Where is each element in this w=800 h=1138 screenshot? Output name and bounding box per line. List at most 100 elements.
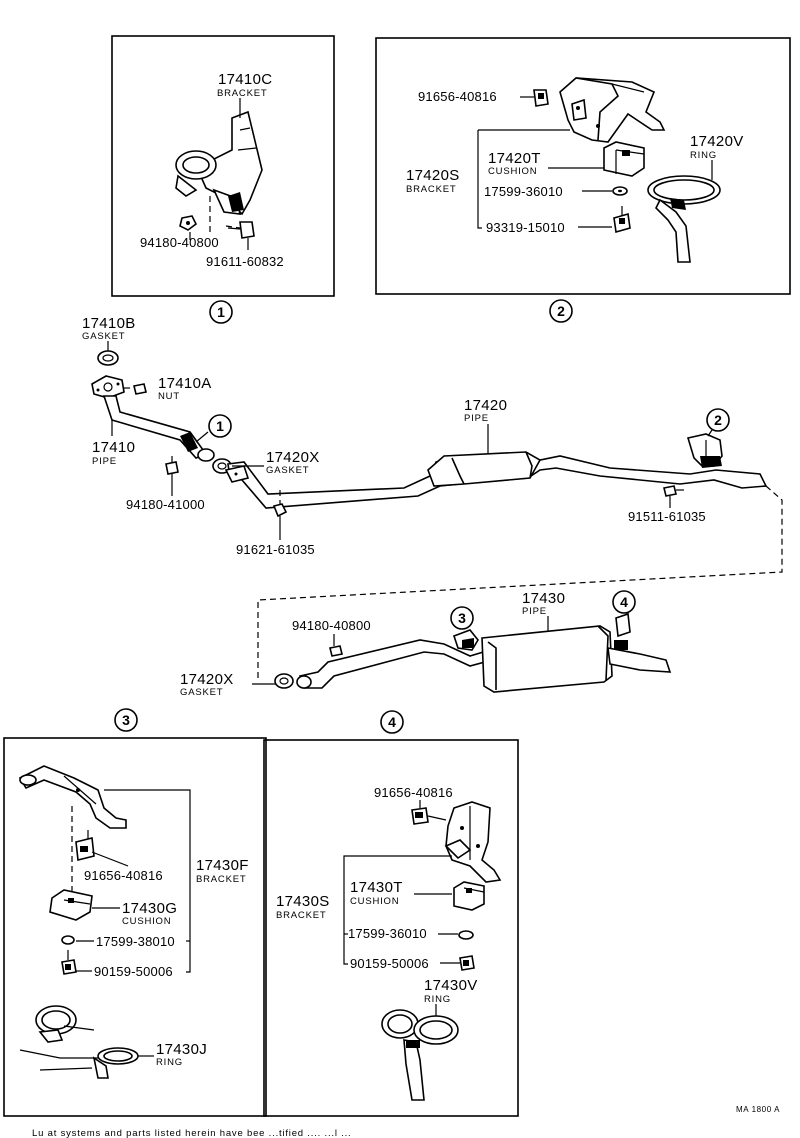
label-91656-40816-a: 91656-40816 bbox=[418, 89, 497, 104]
callout-4: 4 bbox=[388, 714, 396, 730]
label-17430s: 17430S bbox=[276, 893, 330, 910]
label-17430: 17430 bbox=[522, 590, 565, 607]
label-pipe-17420: PIPE bbox=[464, 413, 489, 424]
label-91611-60832: 91611-60832 bbox=[206, 254, 284, 269]
label-pipe-17430: PIPE bbox=[522, 606, 547, 617]
label-17410: 17410 bbox=[92, 439, 135, 456]
label-bracket-1: BRACKET bbox=[217, 88, 267, 99]
rear-exhaust-assembly: 94180-40800 17420X GASKET 17430 PIPE 3 4 bbox=[180, 590, 672, 698]
hanger-bracket-drawing bbox=[559, 77, 666, 143]
label-17420v: 17420V bbox=[690, 133, 744, 150]
detail-box-2: 91656-40816 17420S BRACKET 17420T CUSHIO… bbox=[375, 37, 791, 295]
label-94180-41000: 94180-41000 bbox=[126, 497, 205, 512]
label-ring-3: RING bbox=[156, 1057, 183, 1068]
bolt-91656-40816-drawing bbox=[520, 89, 549, 107]
label-91511-61035: 91511-61035 bbox=[628, 509, 706, 524]
nut-17410a-drawing bbox=[133, 383, 147, 395]
front-exhaust-assembly: 17410B GASKET 17410A NUT 17410 PIPE 9418… bbox=[82, 315, 768, 557]
label-17430t: 17430T bbox=[350, 879, 403, 896]
callout-circle-2b bbox=[706, 408, 730, 432]
label-nut: NUT bbox=[158, 391, 180, 402]
label-17420: 17420 bbox=[464, 397, 507, 414]
callout-circle-2 bbox=[549, 299, 573, 323]
washer-17599-38010-drawing bbox=[61, 935, 75, 945]
bracket-17430f-drawing bbox=[18, 765, 127, 829]
gasket-17420x-rear-drawing bbox=[274, 673, 294, 689]
label-cushion-3: CUSHION bbox=[122, 916, 171, 927]
label-gasket-x-b: GASKET bbox=[180, 687, 223, 698]
label-17420s: 17420S bbox=[406, 167, 460, 184]
label-gasket-b: GASKET bbox=[82, 331, 125, 342]
label-bracket-2: BRACKET bbox=[406, 184, 456, 195]
callout-1: 1 bbox=[217, 304, 225, 320]
label-94180-40800-a: 94180-40800 bbox=[140, 235, 219, 250]
callout-circle-1 bbox=[209, 300, 233, 324]
label-17410b: 17410B bbox=[82, 315, 136, 332]
ring-17430v-drawing bbox=[381, 1009, 459, 1101]
label-bracket-3: BRACKET bbox=[196, 874, 246, 885]
washer-17599-36010-drawing bbox=[612, 186, 628, 196]
front-pipe-flange bbox=[91, 375, 125, 399]
label-ring-4: RING bbox=[424, 994, 451, 1005]
bolt-91511-61035-drawing bbox=[663, 485, 677, 497]
label-17430j: 17430J bbox=[156, 1041, 207, 1058]
callout-2b: 2 bbox=[714, 412, 722, 428]
bolt-93319-15010-drawing bbox=[613, 206, 631, 234]
bolt-91621-61035-drawing bbox=[272, 503, 288, 518]
label-17420x-a: 17420X bbox=[266, 449, 320, 466]
label-90159-50006-b: 90159-50006 bbox=[350, 956, 429, 971]
callout-circle-4b bbox=[612, 590, 636, 614]
label-17410a: 17410A bbox=[158, 375, 212, 392]
callout-circle-4 bbox=[380, 710, 404, 734]
nut-94180-41000-drawing bbox=[165, 461, 179, 475]
cushion-17430g-drawing bbox=[49, 889, 93, 921]
callout-circle-1b bbox=[208, 414, 232, 438]
nut-94180-40800-rear-drawing bbox=[329, 645, 343, 657]
label-ring-2: RING bbox=[690, 150, 717, 161]
nut-94180-40800-drawing bbox=[179, 215, 198, 231]
label-17599-36010-b: 17599-36010 bbox=[348, 926, 427, 941]
label-91656-40816-c: 91656-40816 bbox=[374, 785, 453, 800]
ring-17420v-drawing bbox=[647, 175, 721, 263]
label-17599-36010-a: 17599-36010 bbox=[484, 184, 563, 199]
callout-circle-3b bbox=[450, 606, 474, 630]
label-17410c: 17410C bbox=[218, 71, 272, 88]
gasket-17410b-drawing bbox=[97, 350, 119, 366]
drawing-code: MA 1800 A bbox=[736, 1105, 780, 1114]
label-17420x-b: 17420X bbox=[180, 671, 234, 688]
detail-box-1: 17410C BRACKET 94180-40800 91611-60832 bbox=[111, 35, 335, 297]
label-17430v: 17430V bbox=[424, 977, 478, 994]
label-90159-50006-a: 90159-50006 bbox=[94, 964, 173, 979]
cushion-17420t-drawing bbox=[603, 141, 645, 177]
ring-17430j-drawing bbox=[19, 1005, 139, 1079]
detail-box-4: 91656-40816 17430S BRACKET 17430T CUSHIO… bbox=[263, 739, 519, 1117]
footer-note: Lu at systems and parts listed herein ha… bbox=[32, 1128, 352, 1138]
label-pipe-17410: PIPE bbox=[92, 456, 117, 467]
callout-3b: 3 bbox=[458, 610, 466, 626]
bolt-90159-50006-drawing bbox=[61, 950, 77, 975]
callout-circle-3 bbox=[114, 708, 138, 732]
label-gasket-x-a: GASKET bbox=[266, 465, 309, 476]
label-93319-15010: 93319-15010 bbox=[486, 220, 565, 235]
label-91621-61035: 91621-61035 bbox=[236, 542, 315, 557]
label-17430f: 17430F bbox=[196, 857, 249, 874]
callout-1b: 1 bbox=[216, 418, 224, 434]
washer-17599-36010-b-drawing bbox=[458, 930, 474, 940]
label-91656-40816-b: 91656-40816 bbox=[84, 868, 163, 883]
bolt-91656-40816-b-drawing bbox=[75, 830, 95, 861]
label-bracket-4: BRACKET bbox=[276, 910, 326, 921]
label-17599-38010: 17599-38010 bbox=[96, 934, 175, 949]
bracket-17410c-drawing bbox=[175, 110, 263, 216]
bolt-90159-50006-b-drawing bbox=[459, 955, 475, 971]
bracket-17430s-drawing bbox=[444, 801, 502, 883]
callout-3: 3 bbox=[122, 712, 130, 728]
detail-box-3: 17430F BRACKET 91656-40816 17430G CUSHIO… bbox=[3, 737, 267, 1117]
connection-line bbox=[257, 485, 783, 680]
label-17420t: 17420T bbox=[488, 150, 541, 167]
cushion-17430t-drawing bbox=[453, 881, 485, 911]
bolt-91656-40816-c-drawing bbox=[411, 807, 447, 825]
label-94180-40800-b: 94180-40800 bbox=[292, 618, 371, 633]
callout-4b: 4 bbox=[620, 594, 628, 610]
label-cushion-4: CUSHION bbox=[350, 896, 399, 907]
